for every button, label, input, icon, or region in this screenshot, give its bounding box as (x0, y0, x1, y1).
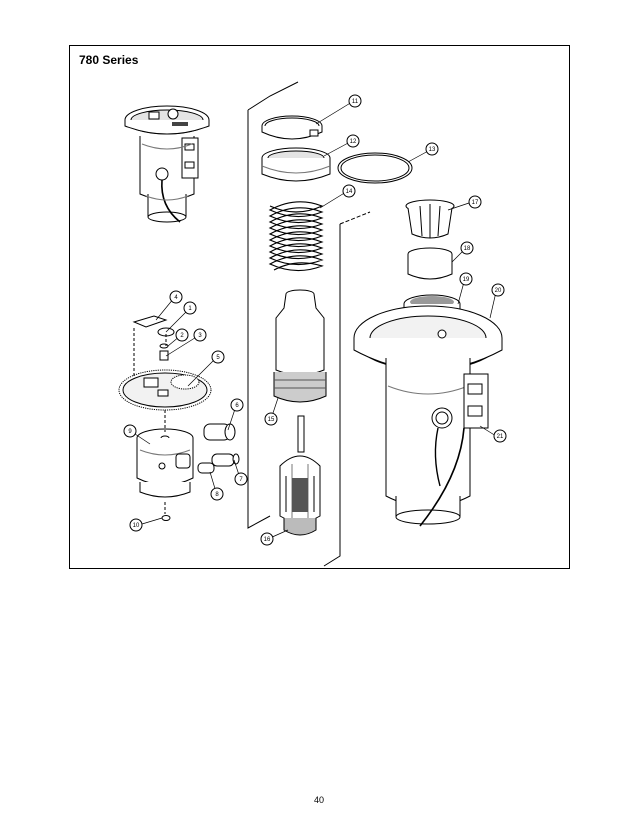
callout-4: 4 (169, 290, 183, 304)
callout-8: 8 (210, 487, 224, 501)
callout-17-label: 17 (472, 200, 479, 206)
callout-7-label: 7 (239, 477, 243, 483)
callout-14-label: 14 (346, 189, 353, 195)
callout-21: 21 (493, 429, 507, 443)
center-exploded-parts (247, 81, 413, 567)
callout-13-label: 13 (429, 147, 436, 153)
callout-6: 6 (230, 398, 244, 412)
callout-2-label: 2 (180, 333, 184, 339)
callout-12-label: 12 (350, 139, 357, 145)
callout-13: 13 (425, 142, 439, 156)
callout-14: 14 (342, 184, 356, 198)
callout-10: 10 (129, 518, 143, 532)
callout-11: 11 (348, 94, 362, 108)
assembled-sprinkler-illustration (124, 105, 210, 223)
callout-1-label: 1 (188, 306, 192, 312)
callout-2: 2 (175, 328, 189, 342)
callout-15: 15 (264, 412, 278, 426)
callout-12: 12 (346, 134, 360, 148)
diagram-title: 780 Series (79, 53, 139, 67)
callout-5-label: 5 (216, 355, 220, 361)
callout-1: 1 (183, 301, 197, 315)
callout-4-label: 4 (174, 295, 178, 301)
callout-16: 16 (260, 532, 274, 546)
diagram-frame: 780 Series (69, 45, 570, 569)
callout-11-label: 11 (352, 99, 359, 105)
callout-20: 20 (491, 283, 505, 297)
callout-5: 5 (211, 350, 225, 364)
callout-19-label: 19 (463, 277, 470, 283)
callout-3-label: 3 (198, 333, 202, 339)
callout-16-label: 16 (264, 537, 271, 543)
callout-9: 9 (123, 424, 137, 438)
callout-8-label: 8 (215, 492, 219, 498)
callout-21-label: 21 (497, 434, 504, 440)
exploded-parts-diagram: 1 2 3 4 5 6 7 8 9 10 11 12 13 14 15 16 1… (118, 81, 507, 567)
callout-15-label: 15 (268, 417, 275, 423)
callout-10-label: 10 (133, 523, 140, 529)
callout-18-label: 18 (464, 246, 471, 252)
callout-9-label: 9 (128, 429, 132, 435)
callout-19: 19 (459, 272, 473, 286)
callout-6-label: 6 (235, 403, 239, 409)
right-exploded-parts (339, 199, 503, 527)
callout-3: 3 (193, 328, 207, 342)
callout-20-label: 20 (495, 288, 502, 294)
callout-7: 7 (234, 472, 248, 486)
left-exploded-parts (118, 315, 240, 521)
callout-18: 18 (460, 241, 474, 255)
callout-17: 17 (468, 195, 482, 209)
page-number: 40 (313, 795, 324, 805)
